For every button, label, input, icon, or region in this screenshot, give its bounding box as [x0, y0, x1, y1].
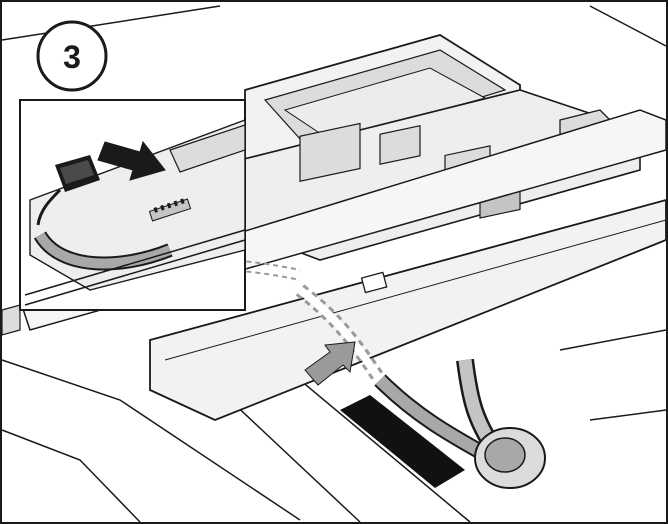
- detail-inset: [19, 99, 246, 311]
- cable-with-grommet: [374, 358, 546, 489]
- front-cover-rail: [149, 198, 667, 421]
- insert-arrow-icon: [304, 341, 356, 386]
- step-number: 3: [63, 39, 81, 75]
- black-strip: [340, 395, 465, 488]
- push-arrow-icon: [97, 140, 166, 181]
- background-surface: [1, 5, 667, 523]
- step-badge: 3: [36, 20, 108, 92]
- board-connector-pins: [148, 198, 192, 222]
- connector-plug: [36, 155, 100, 226]
- left-mount-tab: [1, 304, 21, 336]
- step-badge-circle: [36, 20, 108, 92]
